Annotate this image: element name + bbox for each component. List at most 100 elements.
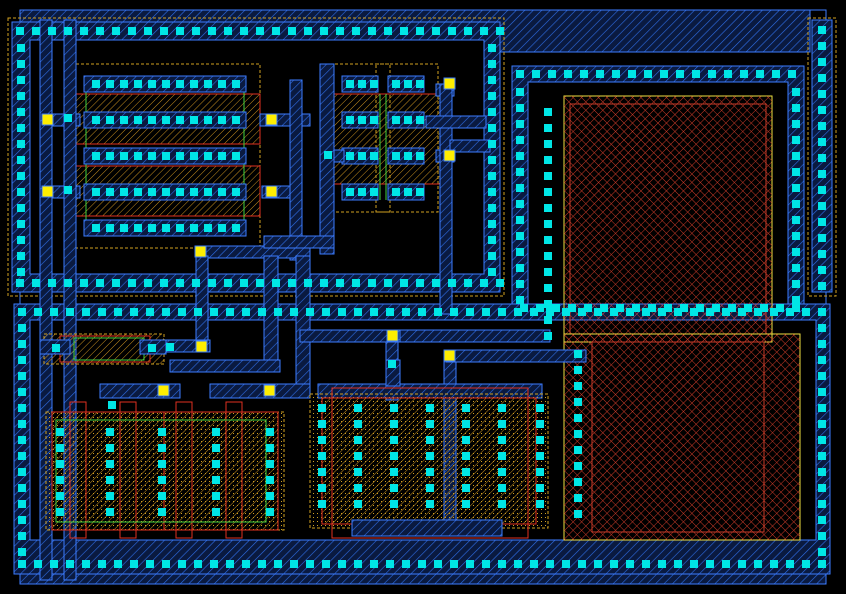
contact xyxy=(574,478,582,486)
contact xyxy=(106,460,114,468)
contact xyxy=(390,420,398,428)
contact xyxy=(232,152,240,160)
contact xyxy=(594,308,602,316)
contact xyxy=(818,202,826,210)
contact xyxy=(106,476,114,484)
contact xyxy=(18,484,26,492)
via-array xyxy=(41,77,456,397)
contact xyxy=(520,304,528,312)
contact xyxy=(818,282,826,290)
contact xyxy=(488,140,496,148)
contact xyxy=(516,280,524,288)
contact xyxy=(712,304,720,312)
contact xyxy=(16,279,24,287)
contact xyxy=(224,27,232,35)
contact xyxy=(96,27,104,35)
contact xyxy=(776,304,784,312)
contact xyxy=(368,279,376,287)
nmos-array-left xyxy=(45,401,285,539)
contact xyxy=(18,500,26,508)
contact xyxy=(212,444,220,452)
contact xyxy=(594,560,602,568)
contact xyxy=(120,116,128,124)
contact xyxy=(450,560,458,568)
contact xyxy=(482,560,490,568)
contact xyxy=(786,308,794,316)
contact xyxy=(212,428,220,436)
contact xyxy=(218,188,226,196)
contact xyxy=(290,560,298,568)
contact xyxy=(574,350,582,358)
contact xyxy=(390,468,398,476)
contact xyxy=(754,560,762,568)
contact xyxy=(674,308,682,316)
via xyxy=(265,185,278,198)
contact xyxy=(696,304,704,312)
contact xyxy=(368,27,376,35)
contact xyxy=(498,404,506,412)
contact xyxy=(144,279,152,287)
contact xyxy=(56,428,64,436)
contact xyxy=(338,308,346,316)
contact xyxy=(818,516,826,524)
contact xyxy=(320,27,328,35)
contact xyxy=(240,27,248,35)
contact xyxy=(426,500,434,508)
contact xyxy=(644,70,652,78)
contact xyxy=(488,44,496,52)
contact xyxy=(218,224,226,232)
contact xyxy=(462,420,470,428)
contact xyxy=(818,218,826,226)
contact xyxy=(536,500,544,508)
contact xyxy=(148,152,156,160)
contact xyxy=(17,124,25,132)
contact xyxy=(148,188,156,196)
contact xyxy=(462,468,470,476)
contact xyxy=(134,188,142,196)
contact xyxy=(728,304,736,312)
contact xyxy=(574,510,582,518)
contact xyxy=(190,116,198,124)
contact xyxy=(488,236,496,244)
contact xyxy=(722,560,730,568)
contact xyxy=(674,560,682,568)
contact xyxy=(272,279,280,287)
contact xyxy=(802,560,810,568)
contact xyxy=(426,404,434,412)
contact xyxy=(574,366,582,374)
contact xyxy=(226,560,234,568)
contact xyxy=(322,560,330,568)
contact xyxy=(130,308,138,316)
contact xyxy=(488,268,496,276)
contact xyxy=(266,492,274,500)
contact xyxy=(56,492,64,500)
contact xyxy=(346,116,354,124)
contact xyxy=(390,452,398,460)
contact xyxy=(370,116,378,124)
contact xyxy=(738,560,746,568)
contact xyxy=(498,308,506,316)
contact xyxy=(676,70,684,78)
contact xyxy=(242,308,250,316)
contact xyxy=(106,80,114,88)
contact xyxy=(318,436,326,444)
contact xyxy=(724,70,732,78)
contact xyxy=(770,308,778,316)
contact xyxy=(358,188,366,196)
contact xyxy=(818,186,826,194)
contact xyxy=(17,108,25,116)
contact xyxy=(304,27,312,35)
contact xyxy=(370,152,378,160)
contact xyxy=(354,500,362,508)
contact xyxy=(466,308,474,316)
contact xyxy=(536,484,544,492)
contact xyxy=(134,224,142,232)
contact-array xyxy=(16,26,826,568)
contact xyxy=(96,279,104,287)
contact xyxy=(416,188,424,196)
contact xyxy=(648,304,656,312)
contact xyxy=(106,492,114,500)
contact xyxy=(17,76,25,84)
contact xyxy=(134,152,142,160)
contact xyxy=(258,560,266,568)
